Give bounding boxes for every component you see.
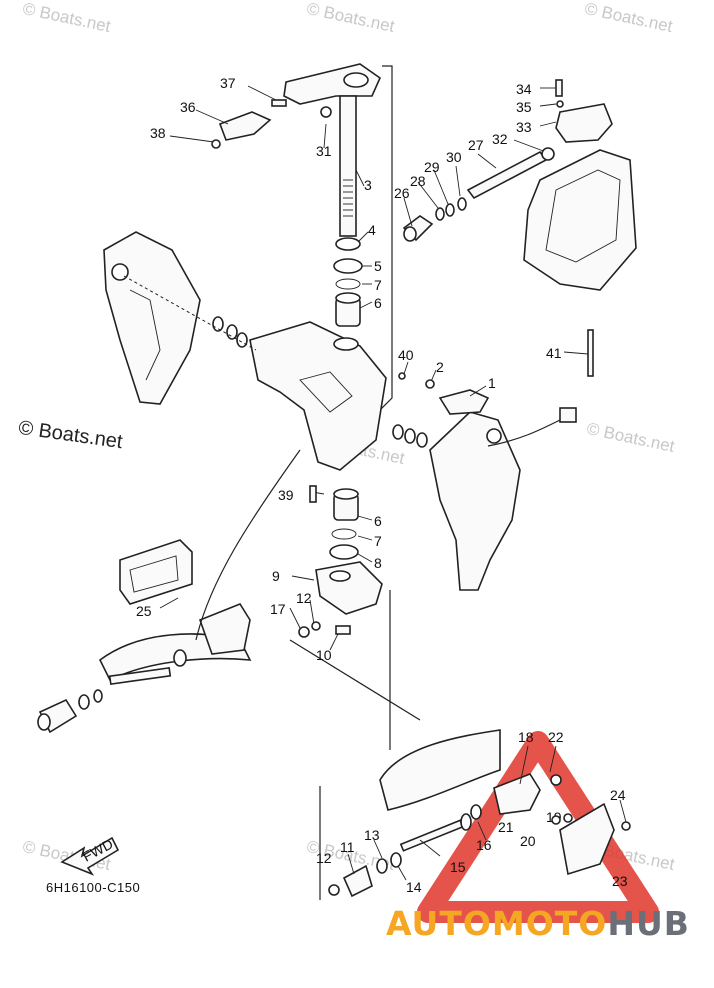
callout-15: 15 [450, 859, 466, 875]
callout-30: 30 [446, 149, 462, 165]
callout-3: 3 [364, 177, 372, 193]
callout-5: 5 [374, 258, 382, 274]
callout-37: 37 [220, 75, 236, 91]
callout-9: 9 [272, 568, 280, 584]
callout-26: 26 [394, 185, 410, 201]
bracket-part-36 [218, 111, 272, 141]
callout-13: 13 [364, 827, 380, 843]
callout-38: 38 [150, 125, 166, 141]
engine-base-right [523, 149, 637, 291]
callout-1: 1 [488, 375, 496, 391]
callout-22: 22 [548, 729, 564, 745]
callout-12-lower: 12 [316, 850, 332, 866]
callout-23: 23 [612, 873, 628, 889]
plate-part-23 [559, 802, 615, 876]
callout-6-lower: 6 [374, 513, 382, 529]
bolt-part-15 [399, 813, 472, 852]
washers-13-14 [376, 852, 402, 874]
callout-8: 8 [374, 555, 382, 571]
steering-yoke-part-9 [315, 561, 383, 615]
brand-part-1: AUTOMOTO [386, 904, 608, 943]
callout-18: 18 [518, 729, 534, 745]
callout-40: 40 [398, 347, 414, 363]
steering-shaft-part-3 [339, 95, 357, 237]
callout-16: 16 [476, 837, 492, 853]
trim-sensor-part-1 [438, 389, 577, 447]
clamp-bracket-right [429, 411, 521, 591]
lower-unit-outline [379, 729, 501, 811]
callout-17: 17 [270, 601, 286, 617]
washers-right [392, 424, 428, 448]
callout-33: 33 [516, 119, 532, 135]
callout-11: 11 [340, 839, 355, 855]
fasteners [211, 79, 631, 896]
callout-24: 24 [610, 787, 626, 803]
callout-32: 32 [492, 131, 508, 147]
diagram-code: 6H16100-C150 [46, 880, 141, 895]
callout-21: 21 [498, 819, 514, 835]
callout-27: 27 [468, 137, 484, 153]
steering-arm-part [283, 63, 381, 105]
callout-20: 20 [520, 833, 536, 849]
callout-36: 36 [180, 99, 196, 115]
clamp-bracket-left [103, 231, 201, 405]
plate-part-25 [119, 539, 193, 605]
washers-28-30 [435, 197, 467, 221]
tilt-tube-part-27 [466, 150, 548, 200]
callout-6: 6 [374, 295, 382, 311]
callout-10: 10 [316, 647, 332, 663]
fwd-arrow-icon: FWD [60, 836, 120, 876]
bracket-part-18 [493, 773, 541, 815]
lower-mount-housing [98, 603, 252, 682]
bushing-stack-lower [329, 488, 359, 560]
mount-bolt-left [78, 649, 187, 710]
brand-part-2: HUB [607, 904, 690, 943]
callout-39: 39 [278, 487, 294, 503]
callout-2: 2 [436, 359, 444, 375]
callout-28: 28 [410, 173, 426, 189]
leader-lines [159, 85, 627, 881]
callout-29: 29 [424, 159, 440, 175]
callout-14: 14 [406, 879, 422, 895]
callout-41: 41 [546, 345, 562, 361]
bracket-part-33 [555, 103, 613, 143]
callout-labels: 1 2 3 4 5 7 6 6 7 8 9 10 11 12 12 13 14 … [136, 75, 628, 895]
callout-34: 34 [516, 81, 532, 97]
rubber-mount-11 [342, 864, 373, 898]
swivel-bracket-part [249, 321, 387, 471]
brand-logo: AUTOMOTOHUB [386, 904, 690, 943]
washers-16 [470, 804, 482, 820]
callout-7-lower: 7 [374, 533, 382, 549]
rubber-mount-left [37, 698, 78, 734]
callout-12: 12 [296, 590, 312, 606]
callout-31: 31 [316, 143, 332, 159]
bushing-part-26 [402, 215, 434, 242]
bushing-stack-upper [333, 237, 363, 327]
callout-7: 7 [374, 277, 382, 293]
callout-35: 35 [516, 99, 532, 115]
callout-4: 4 [368, 222, 376, 238]
bolt-washers-left [212, 316, 248, 348]
callout-25: 25 [136, 603, 152, 619]
